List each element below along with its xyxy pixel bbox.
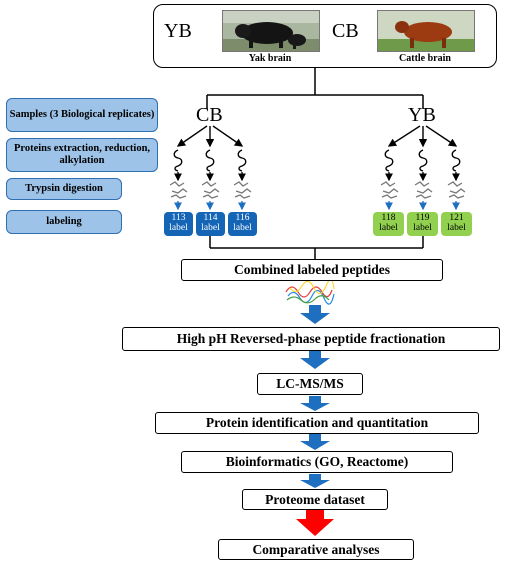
branch-label-yb: YB (408, 104, 436, 126)
step-comparative-analyses: Comparative analyses (218, 539, 414, 560)
step-bioinformatics: Bioinformatics (GO, Reactome) (181, 451, 453, 473)
step-combined-labeled-peptides: Combined labeled peptides (181, 259, 443, 281)
cattle-photo (377, 10, 475, 52)
tag-number: 114 (203, 213, 218, 223)
yak-photo (222, 10, 320, 52)
tag-word: label (201, 222, 220, 233)
tag-number: 116 (235, 213, 250, 223)
step-lc-ms-ms: LC-MS/MS (257, 373, 363, 395)
cattle-caption: Cattle brain (399, 53, 451, 64)
tag-word: label (413, 222, 432, 233)
step-samples: Samples (3 Biological replicates) (6, 98, 158, 132)
step-high-ph-fractionation: High pH Reversed-phase peptide fractiona… (122, 327, 500, 351)
sample-comparison-box (153, 4, 497, 68)
step-proteome-dataset: Proteome dataset (242, 489, 388, 510)
branch-label-cb: CB (196, 104, 223, 126)
yak-group-code: YB (164, 20, 192, 42)
tag-number: 113 (171, 213, 186, 223)
tag-word: label (379, 222, 398, 233)
step-trypsin-digestion: Trypsin digestion (6, 178, 122, 200)
yak-caption: Yak brain (248, 53, 292, 64)
tag-word: label (233, 222, 252, 233)
tag-number: 121 (449, 213, 464, 223)
tag-word: label (169, 222, 188, 233)
tag-number: 119 (415, 213, 430, 223)
step-labeling: labeling (6, 210, 122, 234)
step-protein-extraction: Proteins extraction, reduction, alkylati… (6, 138, 158, 172)
cattle-group-code: CB (332, 20, 359, 42)
tag-number: 118 (381, 213, 396, 223)
tag-word: label (447, 222, 466, 233)
step-protein-identification: Protein identification and quantitation (155, 412, 479, 434)
